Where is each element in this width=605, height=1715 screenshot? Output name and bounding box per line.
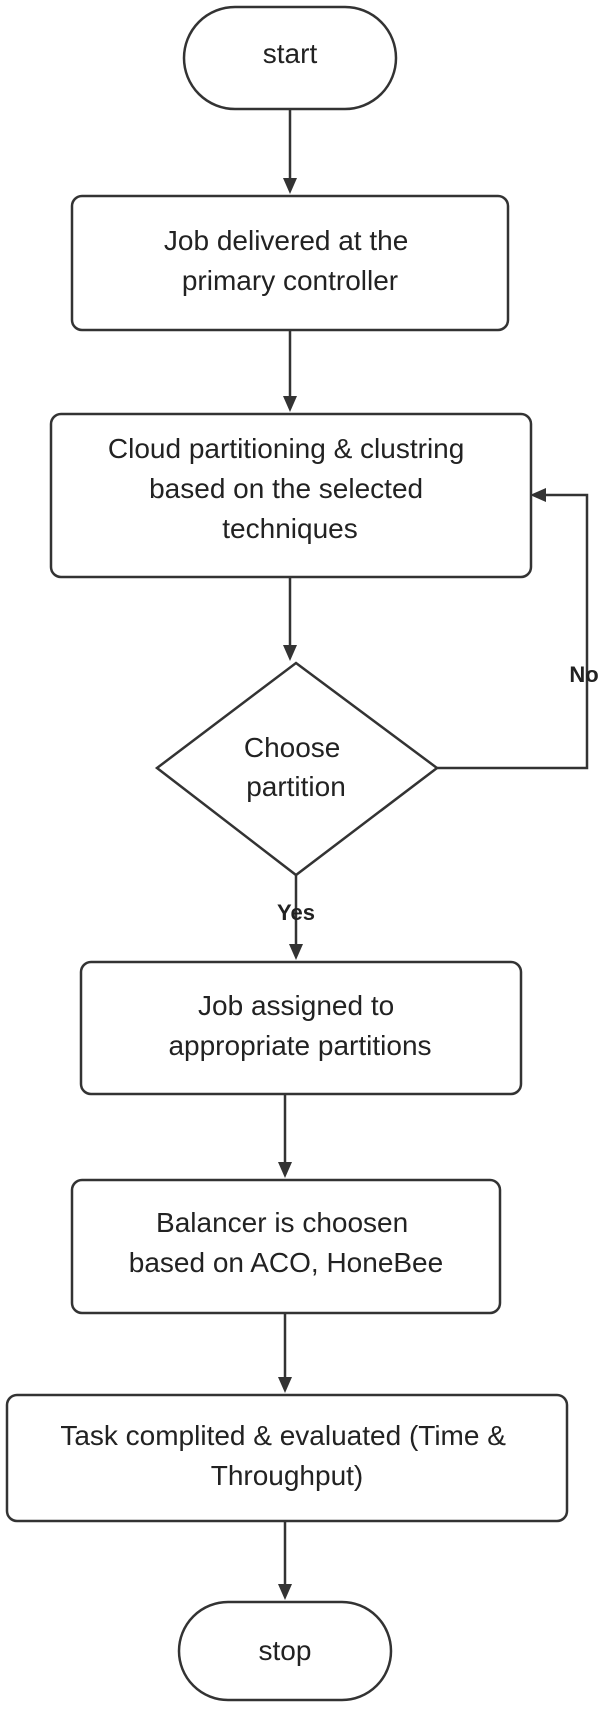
arrowhead-icon xyxy=(283,645,297,661)
start-terminator: start xyxy=(182,5,398,111)
edge-label-yes: Yes xyxy=(277,900,315,925)
process-cloud-partitioning-text: Cloud partitioning & clustring based on … xyxy=(108,433,472,544)
process-job-assigned-text: Job assigned to appropriate partitions xyxy=(168,990,431,1061)
decision-choose-partition-text: Choose partition xyxy=(244,732,348,802)
process-task-completed-text: Task complited & evaluated (Time & Throu… xyxy=(60,1420,513,1491)
arrowhead-icon xyxy=(278,1584,292,1600)
decision-choose-partition: Choose partition xyxy=(154,661,440,877)
start-label: start xyxy=(263,38,318,69)
edge-label-no: No xyxy=(569,662,598,687)
stop-label: stop xyxy=(259,1635,312,1666)
process-cloud-partitioning: Cloud partitioning & clustring based on … xyxy=(49,412,533,579)
process-balancer: Balancer is choosen based on ACO, HoneBe… xyxy=(70,1178,502,1315)
stop-terminator: stop xyxy=(177,1600,393,1702)
process-job-delivered: Job delivered at the primary controller xyxy=(70,194,510,332)
arrowhead-icon xyxy=(283,178,297,194)
process-job-assigned: Job assigned to appropriate partitions xyxy=(79,960,523,1096)
process-job-delivered-text: Job delivered at the primary controller xyxy=(164,225,416,296)
arrowhead-icon xyxy=(289,944,303,960)
process-balancer-text: Balancer is choosen based on ACO, HoneBe… xyxy=(129,1207,443,1278)
process-task-completed: Task complited & evaluated (Time & Throu… xyxy=(5,1393,569,1523)
arrowhead-icon xyxy=(530,488,546,502)
arrowhead-icon xyxy=(278,1162,292,1178)
arrowhead-icon xyxy=(283,396,297,412)
arrow-choose-no-loop xyxy=(437,493,589,770)
connectors xyxy=(278,109,589,1600)
arrowhead-icon xyxy=(278,1377,292,1393)
